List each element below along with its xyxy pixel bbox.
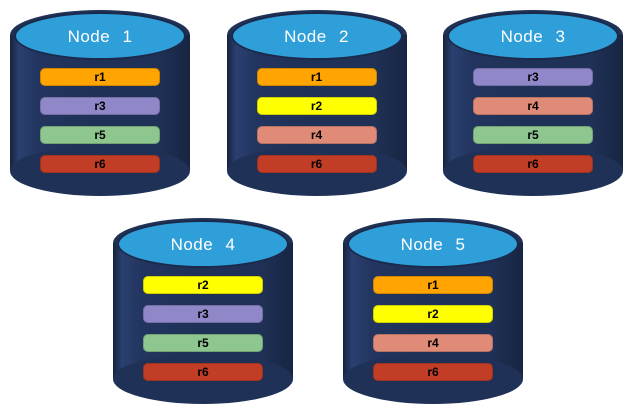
replica-bar: r2	[373, 305, 493, 323]
replica-list: r1 r3 r5 r6	[10, 68, 190, 173]
replica-list: r2 r3 r5 r6	[113, 276, 293, 381]
node-title: Node 3	[500, 27, 566, 46]
replica-bar: r4	[373, 334, 493, 352]
node-title: Node 2	[284, 27, 349, 46]
replica-bar: r3	[473, 68, 593, 86]
node-title: Node 5	[400, 235, 466, 254]
replica-bar: r4	[473, 97, 593, 115]
cylinder-top-face: Node 1	[14, 12, 186, 60]
replica-list: r1 r2 r4 r6	[227, 68, 407, 173]
node-4-cylinder: Node 4 r2 r3 r5 r6	[113, 218, 293, 404]
replica-bar: r2	[143, 276, 263, 294]
bottom-row: Node 4 r2 r3 r5 r6 Node 5 r1 r2 r4 r6	[0, 218, 636, 404]
replica-bar: r6	[40, 155, 160, 173]
node-3-cylinder: Node 3 r3 r4 r5 r6	[443, 10, 623, 196]
replica-bar: r6	[143, 363, 263, 381]
replica-bar: r1	[40, 68, 160, 86]
replica-bar: r5	[143, 334, 263, 352]
cylinder-top-face: Node 4	[117, 220, 289, 268]
node-5-cylinder: Node 5 r1 r2 r4 r6	[343, 218, 523, 404]
replica-bar: r6	[256, 155, 377, 173]
replica-bar: r4	[256, 126, 377, 144]
replica-bar: r3	[40, 97, 160, 115]
replica-list: r1 r2 r4 r6	[343, 276, 523, 381]
node-1-cylinder: Node 1 r1 r3 r5 r6	[10, 10, 190, 196]
replica-bar: r6	[373, 363, 493, 381]
top-row: Node 1 r1 r3 r5 r6 Node 2 r1 r2 r4 r6	[0, 10, 636, 196]
cylinder-top-face: Node 3	[447, 12, 619, 60]
cylinder-top-face: Node 2	[230, 12, 403, 60]
node-title: Node 4	[170, 235, 236, 254]
replica-bar: r1	[373, 276, 493, 294]
replica-bar: r5	[40, 126, 160, 144]
node-2-cylinder: Node 2 r1 r2 r4 r6	[226, 10, 407, 196]
replica-list: r3 r4 r5 r6	[443, 68, 623, 173]
replica-bar: r3	[143, 305, 263, 323]
node-title: Node 1	[67, 27, 133, 46]
replica-bar: r5	[473, 126, 593, 144]
replica-bar: r6	[473, 155, 593, 173]
replica-bar: r1	[256, 68, 377, 86]
cylinder-top-face: Node 5	[347, 220, 519, 268]
replica-bar: r2	[256, 97, 377, 115]
